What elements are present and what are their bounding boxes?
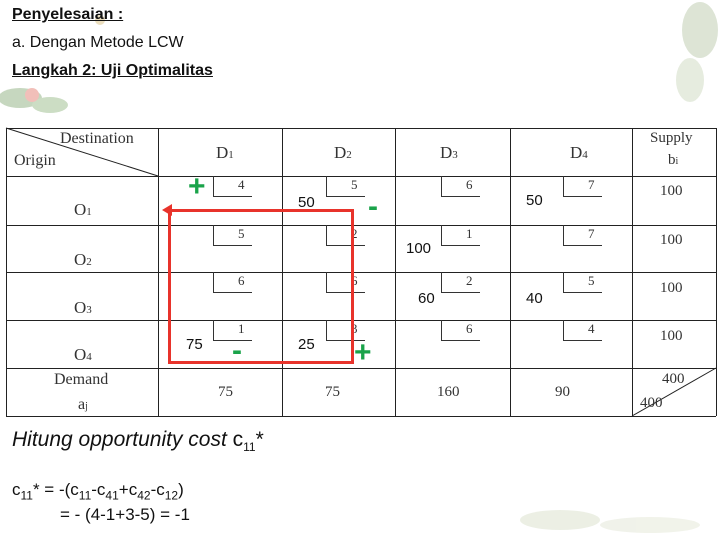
cost-value-r1c3: 6 [466,177,473,192]
cost-box-r2c2 [326,225,365,246]
allocation-r4c2: 25 [298,336,315,353]
destination-header-4: D4 [570,143,588,162]
demand-value-1: 75 [218,384,233,400]
cost-value-r2c1: 5 [238,226,245,241]
cost-value-r4c4: 4 [588,321,595,336]
allocation-r1c2: 50 [298,194,315,211]
allocation-r2c3: 100 [406,240,432,257]
cost-box-r1c1 [213,176,252,197]
cost-box-r1c2 [326,176,365,197]
total-supply: 400 [662,371,685,387]
cost-value-r3c2: 6 [351,273,358,288]
loop-bottom [168,361,354,364]
loop-top [168,209,354,212]
loop-left [168,209,171,364]
cost-box-r4c2 [326,320,365,341]
cost-box-r1c3 [441,176,480,197]
calc-line-1: c11* = -(c11-c41+c42-c12) [12,480,184,503]
allocation-r1c4: 50 [526,192,543,209]
origin-label-1: O1 [74,200,92,219]
cost-box-r1c4 [563,176,602,197]
cost-value-r4c1: 1 [238,321,245,336]
cost-value-r1c2: 5 [351,177,358,192]
cost-value-r3c4: 5 [588,273,595,288]
cost-box-r3c1 [213,272,252,293]
cost-value-r2c3: 1 [466,226,473,241]
cost-box-r3c2 [326,272,365,293]
method-subtitle: a. Dengan Metode LCW [12,34,184,51]
loop-arrow [162,204,172,216]
cost-box-r3c3 [441,272,480,293]
origin-label-2: O2 [74,250,92,269]
cost-value-r4c3: 6 [466,321,473,336]
destination-header-2: D2 [334,143,352,162]
opportunity-cost-title: Hitung opportunity cost c11* [12,428,264,455]
cost-box-r4c3 [441,320,480,341]
cost-box-r2c3 [441,225,480,246]
demand-value-2: 75 [325,384,340,400]
cost-value-r1c4: 7 [588,177,595,192]
cost-value-r2c4: 7 [588,226,595,241]
destination-header-3: D3 [440,143,458,162]
sign-minus-r4c1: - [232,334,242,367]
sign-plus-r1c1: + [188,170,206,203]
cost-box-r4c1 [213,320,252,341]
cost-box-r3c4 [563,272,602,293]
sign-minus-r1c2: - [368,190,378,223]
destination-header-1: D1 [216,143,234,162]
supply-value-1: 100 [660,183,683,199]
total-demand: 400 [640,395,663,411]
allocation-r3c3: 60 [418,290,435,307]
corner-destination-label: Destination [60,130,134,147]
supply-header: Supply [650,130,693,146]
demand-label: Demand [54,371,109,388]
step-heading: Langkah 2: Uji Optimalitas [12,62,213,79]
cost-value-r3c3: 2 [466,273,473,288]
cost-value-r3c1: 6 [238,273,245,288]
sign-plus-r4c2: + [354,336,372,369]
loop-right [351,209,354,364]
demand-value-3: 160 [437,384,460,400]
supply-sub-header: bi [668,152,679,168]
cost-box-r4c4 [563,320,602,341]
cost-box-r2c1 [213,225,252,246]
cost-box-r2c4 [563,225,602,246]
demand-sub-label: aj [78,396,88,413]
page-title: Penyelesaian : [12,6,124,23]
supply-value-3: 100 [660,280,683,296]
origin-label-4: O4 [74,345,92,364]
calc-line-2: = - (4-1+3-5) = -1 [60,505,190,524]
demand-value-4: 90 [555,384,570,400]
corner-origin-label: Origin [14,152,56,169]
allocation-r3c4: 40 [526,290,543,307]
supply-value-2: 100 [660,232,683,248]
cost-value-r1c1: 4 [238,177,245,192]
supply-value-4: 100 [660,328,683,344]
cost-value-r2c2: 2 [351,226,358,241]
origin-label-3: O3 [74,298,92,317]
cost-value-r4c2: 3 [351,321,358,336]
allocation-r4c1: 75 [186,336,203,353]
